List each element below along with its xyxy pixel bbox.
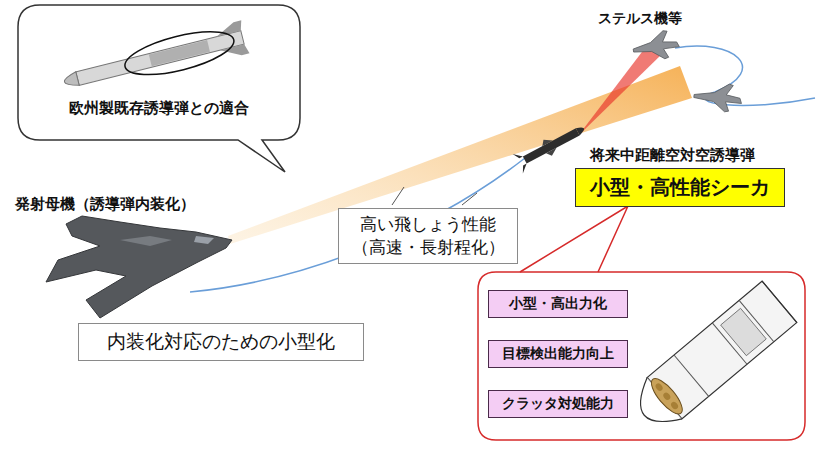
- node-text: 欧州製既存誘導弾との適合: [69, 99, 249, 118]
- feature-box: クラッタ対処能力: [488, 390, 628, 418]
- node-text: 小型・高性能シーカ: [590, 174, 770, 201]
- node-text: クラッタ対処能力: [497, 395, 619, 413]
- feature-box: 目標検出能力向上: [488, 340, 628, 368]
- seeker-box: 小型・高性能シーカ: [575, 168, 785, 207]
- node-text: 内装化対応のための小型化: [107, 329, 335, 355]
- launch-aircraft: [46, 216, 232, 318]
- seeker-callout: [478, 272, 805, 440]
- aircraft-label: 発射母機（誘導弾内装化）: [15, 195, 195, 214]
- feature-box: 小型・高出力化: [488, 290, 628, 318]
- seeker-beam: [578, 44, 662, 136]
- callout-pointer: [520, 206, 628, 272]
- node-text: 小型・高出力化: [497, 295, 619, 313]
- missile-label: 将来中距離空対空誘導弾: [590, 146, 755, 165]
- node-text: 高い飛しょう性能 （高速・長射程化）: [347, 213, 509, 259]
- missile-trajectory: [190, 158, 525, 292]
- node-text: 目標検出能力向上: [497, 345, 619, 363]
- callout-bubble: [18, 5, 300, 172]
- target-label: ステルス機等: [598, 10, 682, 28]
- stealth-jet: [631, 29, 680, 63]
- future-missile: [513, 119, 590, 174]
- missile-picture: [60, 20, 249, 98]
- performance-box: 高い飛しょう性能 （高速・長射程化）: [338, 208, 518, 264]
- leader-line: [392, 187, 477, 205]
- seeker-drawing: [627, 281, 797, 436]
- stealth-jet: [693, 81, 744, 114]
- callout-bubble-text: 欧州製既存誘導弾との適合: [18, 5, 300, 140]
- miniaturization-box: 内装化対応のための小型化: [78, 323, 364, 361]
